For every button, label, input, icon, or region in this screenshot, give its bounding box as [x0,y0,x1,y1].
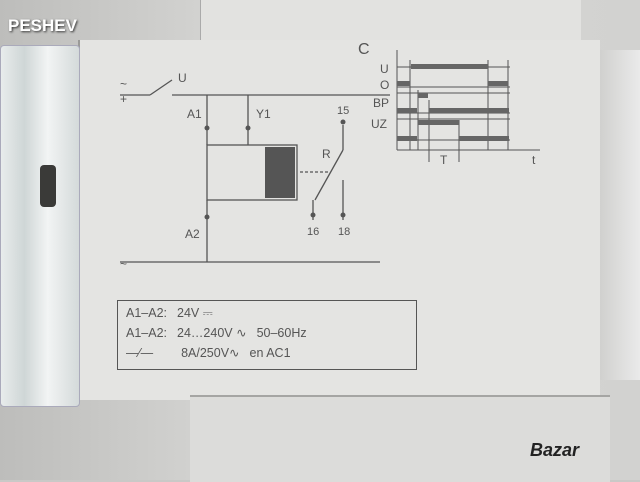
label-r: R [322,147,331,161]
spec-line-dc: A1–A2:24V ⎓ [126,306,213,320]
label-15: 15 [337,105,349,117]
device-bottom [190,395,610,482]
label-16: 16 [307,226,319,238]
time-axis: t [532,153,536,167]
bazar-logo: Bazar [530,440,580,460]
svg-text:~: ~ [120,257,127,271]
watermark: PESHEV [8,16,77,35]
timing-diagram: C U O BP UZ T t [358,41,540,167]
relay-coil [265,147,295,198]
label-a1: A1 [187,107,202,121]
svg-text:~: ~ [120,77,127,91]
spec-line-ac: A1–A2:24…240V ∿50–60Hz [126,326,307,340]
row-o: O [380,78,389,92]
spec-label: A1–A2:24V ⎓ A1–A2:24…240V ∿50–60Hz —⁄—8A… [117,300,417,370]
adjust-knob [40,165,56,207]
label-a2: A2 [185,227,200,241]
label-18: 18 [338,226,350,238]
function-label: C [358,41,370,58]
label-u: U [178,71,187,85]
label-y1: Y1 [256,107,271,121]
spec-line-contact: —⁄—8A/250V∿en AC1 [126,346,291,360]
device-top [200,0,581,45]
row-u: U [380,62,389,76]
transparent-cover [0,45,80,407]
contact-symbol-icon: —⁄— [126,346,154,360]
row-bp: BP [373,96,389,110]
device-side-clip [598,50,640,380]
period-t: T [440,153,448,167]
svg-text:+: + [120,92,127,106]
row-uz: UZ [371,117,387,131]
